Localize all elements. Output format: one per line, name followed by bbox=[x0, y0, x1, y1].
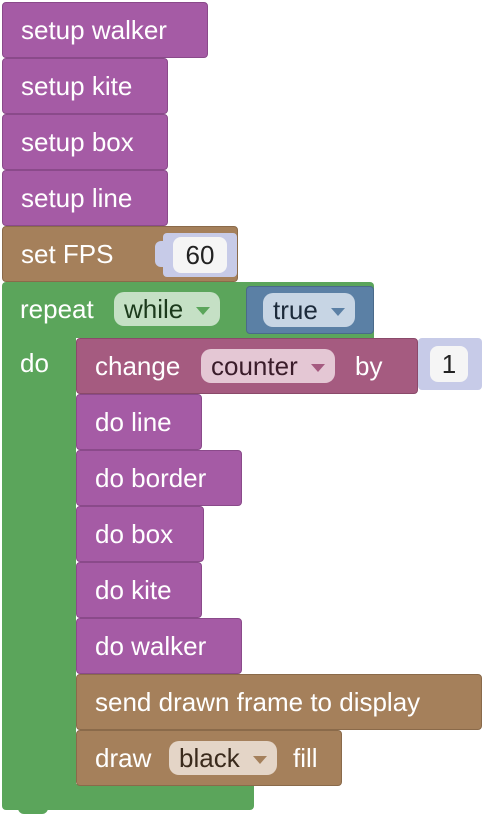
loop-mode-dropdown[interactable]: while bbox=[114, 292, 221, 326]
block-label: setup kite bbox=[21, 71, 133, 101]
block-label: do box bbox=[95, 519, 174, 549]
do-label: do bbox=[20, 348, 49, 378]
input-socket bbox=[155, 241, 165, 267]
fill-color-value: black bbox=[179, 743, 240, 773]
do-line-block[interactable]: do line bbox=[76, 394, 202, 450]
change-label: change bbox=[95, 351, 181, 381]
set-fps-label: set FPS bbox=[21, 239, 114, 269]
amount-value-field[interactable]: 1 bbox=[430, 346, 468, 382]
condition-dropdown[interactable]: true bbox=[263, 293, 356, 327]
block-label: do walker bbox=[95, 631, 207, 661]
condition-value: true bbox=[273, 295, 318, 325]
draw-label: draw bbox=[95, 743, 152, 773]
change-counter-block[interactable]: change counter by bbox=[76, 338, 418, 394]
chevron-down-icon bbox=[196, 307, 211, 316]
setup-line-block[interactable]: setup line bbox=[2, 170, 168, 226]
repeat-label: repeat bbox=[20, 294, 94, 324]
chevron-down-icon bbox=[331, 308, 346, 317]
block-label: setup box bbox=[21, 127, 134, 157]
draw-fill-block[interactable]: draw black fill bbox=[76, 730, 342, 786]
block-label: do kite bbox=[95, 575, 172, 605]
amount-slot: 1 bbox=[418, 338, 482, 390]
fps-value-field[interactable]: 60 bbox=[173, 237, 227, 273]
block-label: do line bbox=[95, 407, 172, 437]
block-label: send drawn frame to display bbox=[95, 687, 421, 717]
by-label: by bbox=[355, 351, 383, 381]
block-label: do border bbox=[95, 463, 207, 493]
do-kite-block[interactable]: do kite bbox=[76, 562, 202, 618]
setup-box-block[interactable]: setup box bbox=[2, 114, 168, 170]
setup-walker-block[interactable]: setup walker bbox=[2, 2, 208, 58]
repeat-bottom-tab bbox=[18, 806, 48, 814]
repeat-while-header[interactable]: repeat while true bbox=[2, 282, 374, 338]
send-frame-block[interactable]: send drawn frame to display bbox=[76, 674, 482, 730]
do-border-block[interactable]: do border bbox=[76, 450, 242, 506]
block-label: setup walker bbox=[21, 15, 167, 45]
variable-value: counter bbox=[211, 351, 298, 381]
fill-label: fill bbox=[293, 743, 318, 773]
set-fps-block[interactable]: set FPS 60 bbox=[2, 226, 238, 282]
chevron-down-icon bbox=[310, 364, 325, 373]
condition-block[interactable]: true bbox=[246, 286, 374, 334]
block-label: setup line bbox=[21, 183, 133, 213]
chevron-down-icon bbox=[252, 756, 267, 765]
do-walker-block[interactable]: do walker bbox=[76, 618, 242, 674]
fill-color-dropdown[interactable]: black bbox=[169, 741, 277, 775]
loop-mode-value: while bbox=[124, 294, 184, 324]
setup-kite-block[interactable]: setup kite bbox=[2, 58, 168, 114]
repeat-body-spine: do bbox=[2, 338, 76, 784]
do-box-block[interactable]: do box bbox=[76, 506, 204, 562]
variable-dropdown[interactable]: counter bbox=[201, 349, 335, 383]
repeat-footer bbox=[2, 784, 254, 810]
